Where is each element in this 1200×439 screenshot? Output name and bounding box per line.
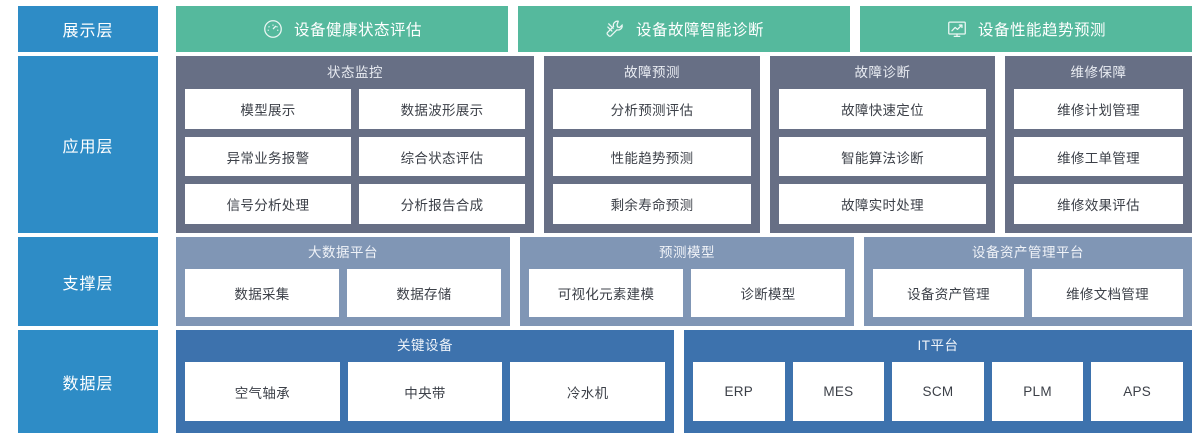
group-cell-row: 性能趋势预测 — [553, 136, 751, 177]
layer-label-data: 数据层 — [18, 330, 158, 433]
app-cell[interactable]: 维修计划管理 — [1014, 89, 1183, 129]
app-cell[interactable]: 分析预测评估 — [553, 89, 751, 129]
app-cell[interactable]: 性能趋势预测 — [553, 136, 751, 177]
group-fault-prediction: 故障预测 分析预测评估 性能趋势预测 剩余寿命预测 — [544, 56, 760, 233]
group-fault-diagnosis: 故障诊断 故障快速定位 智能算法诊断 故障实时处理 — [770, 56, 995, 233]
group-title: 维修保障 — [1070, 65, 1127, 80]
app-cell[interactable]: 模型展示 — [185, 89, 351, 129]
group-title: 设备资产管理平台 — [972, 245, 1084, 260]
gauge-icon — [262, 18, 284, 40]
presentation-card-label: 设备故障智能诊断 — [635, 22, 764, 39]
support-cell[interactable]: 可视化元素建模 — [529, 269, 683, 317]
group-equipment-asset-platform: 设备资产管理平台 设备资产管理 维修文档管理 — [864, 237, 1192, 326]
group-cell-row: ERP MES SCM PLM APS — [693, 362, 1183, 421]
group-cells: 设备资产管理 维修文档管理 — [873, 269, 1183, 317]
group-title: 预测模型 — [659, 245, 715, 260]
group-cell-row: 维修效果评估 — [1014, 184, 1183, 225]
group-title: 状态监控 — [327, 65, 383, 80]
layer-label-presentation: 展示层 — [18, 6, 158, 52]
group-cell-row: 空气轴承 中央带 冷水机 — [185, 362, 666, 421]
data-layer-body: 关键设备 空气轴承 中央带 冷水机 IT平台 ERP MES SCM — [176, 330, 1192, 433]
data-cell[interactable]: SCM — [892, 362, 984, 421]
group-cell-row: 分析预测评估 — [553, 89, 751, 129]
app-cell[interactable]: 数据波形展示 — [359, 89, 525, 129]
group-cells: ERP MES SCM PLM APS — [693, 362, 1183, 421]
group-cells: 数据采集 数据存储 — [185, 269, 501, 317]
data-cell[interactable]: 冷水机 — [510, 362, 666, 421]
app-cell[interactable]: 维修效果评估 — [1014, 184, 1183, 225]
application-layer-row: 应用层 状态监控 模型展示 数据波形展示 异常业务报警 综合状态评估 信号分析处… — [0, 56, 1200, 233]
group-cell-row: 剩余寿命预测 — [553, 184, 751, 225]
data-cell[interactable]: ERP — [693, 362, 785, 421]
support-layer-body: 大数据平台 数据采集 数据存储 预测模型 可视化元素建模 诊断模型 — [176, 237, 1192, 326]
group-cell-row: 模型展示 数据波形展示 — [185, 89, 525, 129]
presentation-card-health-assessment[interactable]: 设备健康状态评估 — [176, 6, 508, 52]
group-cell-row: 维修计划管理 — [1014, 89, 1183, 129]
group-cell-row: 设备资产管理 维修文档管理 — [873, 269, 1183, 317]
data-layer-row: 数据层 关键设备 空气轴承 中央带 冷水机 IT平台 ERP MES — [0, 330, 1200, 433]
data-cell[interactable]: 空气轴承 — [185, 362, 340, 421]
support-layer-row: 支撑层 大数据平台 数据采集 数据存储 预测模型 可视化元素建模 诊断模型 — [0, 237, 1200, 326]
app-cell[interactable]: 智能算法诊断 — [779, 136, 986, 177]
presentation-layer-row: 展示层 设备健康状态评估 — [0, 6, 1200, 52]
group-status-monitoring: 状态监控 模型展示 数据波形展示 异常业务报警 综合状态评估 信号分析处理 分析… — [176, 56, 534, 233]
group-key-equipment: 关键设备 空气轴承 中央带 冷水机 — [176, 330, 674, 433]
group-big-data-platform: 大数据平台 数据采集 数据存储 — [176, 237, 510, 326]
app-cell[interactable]: 异常业务报警 — [185, 136, 351, 177]
support-cell[interactable]: 诊断模型 — [691, 269, 845, 317]
presentation-card-label: 设备性能趋势预测 — [977, 22, 1106, 39]
support-cell[interactable]: 维修文档管理 — [1032, 269, 1183, 317]
group-cells: 分析预测评估 性能趋势预测 剩余寿命预测 — [553, 89, 751, 225]
group-title: 故障预测 — [624, 65, 680, 80]
group-title: 大数据平台 — [308, 245, 378, 260]
app-cell[interactable]: 剩余寿命预测 — [553, 184, 751, 225]
group-cell-row: 可视化元素建模 诊断模型 — [529, 269, 845, 317]
group-title: IT平台 — [917, 338, 959, 353]
app-cell[interactable]: 故障实时处理 — [779, 184, 986, 225]
group-it-platform: IT平台 ERP MES SCM PLM APS — [684, 330, 1192, 433]
group-cells: 模型展示 数据波形展示 异常业务报警 综合状态评估 信号分析处理 分析报告合成 — [185, 89, 525, 225]
data-cell[interactable]: APS — [1091, 362, 1183, 421]
app-cell[interactable]: 维修工单管理 — [1014, 136, 1183, 177]
group-cells: 可视化元素建模 诊断模型 — [529, 269, 845, 317]
presentation-card-intelligent-diagnosis[interactable]: 设备故障智能诊断 — [518, 6, 850, 52]
support-cell[interactable]: 设备资产管理 — [873, 269, 1024, 317]
presentation-card-label: 设备健康状态评估 — [293, 22, 422, 39]
presentation-card-performance-trend[interactable]: 设备性能趋势预测 — [860, 6, 1192, 52]
group-maintenance-support: 维修保障 维修计划管理 维修工单管理 维修效果评估 — [1005, 56, 1192, 233]
support-cell[interactable]: 数据存储 — [347, 269, 501, 317]
app-cell[interactable]: 分析报告合成 — [359, 184, 525, 225]
group-cells: 维修计划管理 维修工单管理 维修效果评估 — [1014, 89, 1183, 225]
support-cell[interactable]: 数据采集 — [185, 269, 339, 317]
data-cell[interactable]: 中央带 — [347, 362, 503, 421]
group-cell-row: 数据采集 数据存储 — [185, 269, 501, 317]
group-cell-row: 异常业务报警 综合状态评估 — [185, 136, 525, 177]
layer-label-support: 支撑层 — [18, 237, 158, 326]
data-cell[interactable]: PLM — [991, 362, 1084, 421]
group-cell-row: 智能算法诊断 — [779, 136, 986, 177]
group-cell-row: 信号分析处理 分析报告合成 — [185, 184, 525, 225]
monitor-chart-icon — [946, 18, 968, 40]
group-cells: 空气轴承 中央带 冷水机 — [185, 362, 666, 421]
group-cell-row: 故障快速定位 — [779, 89, 986, 129]
data-cell[interactable]: MES — [792, 362, 885, 421]
group-title: 故障诊断 — [854, 65, 911, 80]
presentation-layer-body: 设备健康状态评估 设备故障智能诊断 — [176, 6, 1192, 52]
application-layer-body: 状态监控 模型展示 数据波形展示 异常业务报警 综合状态评估 信号分析处理 分析… — [176, 56, 1192, 233]
wrench-icon — [604, 18, 626, 40]
group-cell-row: 故障实时处理 — [779, 184, 986, 225]
group-prediction-model: 预测模型 可视化元素建模 诊断模型 — [520, 237, 854, 326]
app-cell[interactable]: 综合状态评估 — [359, 136, 525, 177]
app-cell[interactable]: 故障快速定位 — [779, 89, 986, 129]
app-cell[interactable]: 信号分析处理 — [185, 184, 351, 225]
group-title: 关键设备 — [397, 338, 453, 353]
layer-label-application: 应用层 — [18, 56, 158, 233]
group-cells: 故障快速定位 智能算法诊断 故障实时处理 — [779, 89, 986, 225]
group-cell-row: 维修工单管理 — [1014, 136, 1183, 177]
